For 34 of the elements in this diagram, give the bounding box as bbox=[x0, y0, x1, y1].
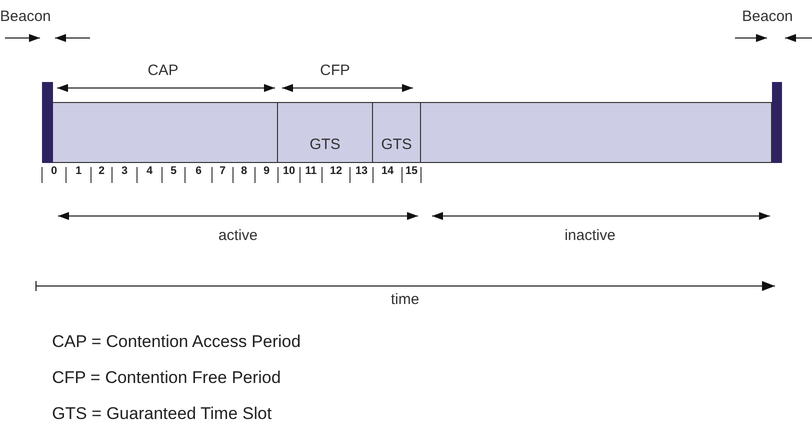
slot-number: 2 bbox=[97, 165, 106, 179]
slot-number: 7 bbox=[218, 165, 227, 179]
period-label: inactive bbox=[564, 227, 616, 246]
slot-number: 14 bbox=[380, 165, 395, 179]
slot-number: 10 bbox=[282, 165, 296, 179]
slot-number: 0 bbox=[50, 165, 58, 179]
slot-number: 12 bbox=[328, 165, 344, 179]
beacon-label: Beacon bbox=[0, 8, 52, 27]
period-label: active bbox=[217, 227, 259, 246]
slot-number: 6 bbox=[194, 165, 203, 179]
definition-text: CAP = Contention Access Period bbox=[52, 331, 302, 352]
slot-number: 4 bbox=[145, 165, 154, 179]
slot-number: 9 bbox=[262, 165, 271, 179]
slot-number: 11 bbox=[304, 165, 318, 179]
definition-text: GTS = Guaranteed Time Slot bbox=[52, 403, 273, 424]
superframe-segment bbox=[421, 102, 772, 163]
slot-number: 13 bbox=[354, 165, 369, 179]
beacon-label: Beacon bbox=[742, 8, 794, 27]
slot-number: 15 bbox=[404, 165, 419, 179]
slot-number: 8 bbox=[240, 165, 248, 179]
definition-text: CFP = Contention Free Period bbox=[52, 367, 282, 388]
superframe-segment bbox=[53, 102, 278, 163]
slot-label: GTS bbox=[381, 137, 412, 152]
slot-number: 5 bbox=[169, 165, 178, 179]
period-label: CFP bbox=[319, 62, 351, 81]
time-slot-segment bbox=[373, 102, 421, 163]
slot-number: 1 bbox=[74, 165, 83, 179]
beacon-bar bbox=[42, 82, 53, 163]
period-label: CAP bbox=[146, 62, 180, 81]
beacon-bar bbox=[772, 82, 782, 163]
slot-label: GTS bbox=[310, 137, 340, 152]
time-slot-segment bbox=[278, 102, 373, 163]
slot-number: 3 bbox=[120, 165, 129, 179]
period-label: time bbox=[390, 291, 420, 310]
